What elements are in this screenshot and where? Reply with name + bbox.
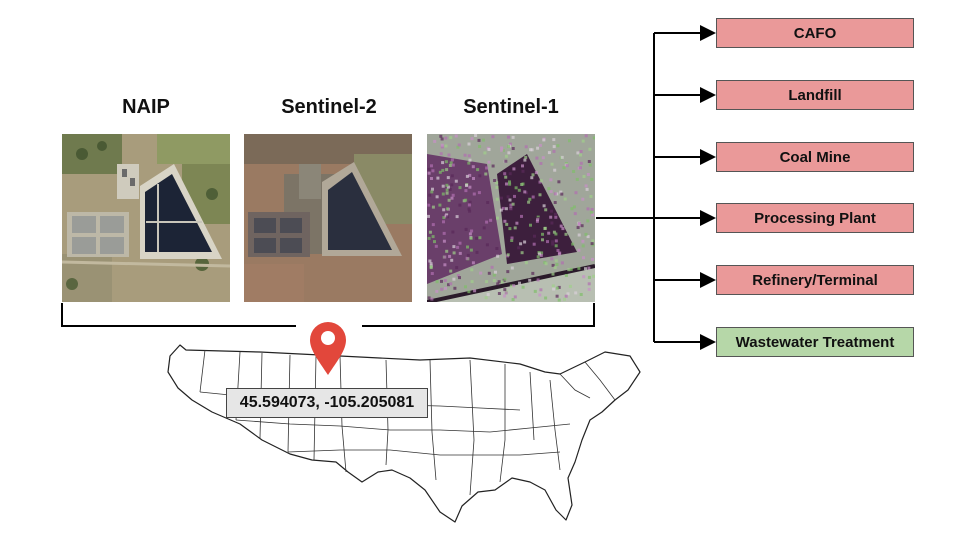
- class-refinery-terminal: Refinery/Terminal: [716, 265, 914, 295]
- source-title-naip: NAIP: [122, 96, 170, 118]
- coordinates-label: 45.594073, -105.205081: [226, 388, 428, 418]
- source-title-sentinel-1: Sentinel-1: [463, 96, 559, 118]
- state-line: [235, 419, 571, 433]
- state-line: [339, 355, 475, 496]
- sentinel-2-image: [244, 134, 412, 302]
- source-title-sentinel-2: Sentinel-2: [281, 96, 377, 118]
- class-processing-plant: Processing Plant: [716, 203, 914, 233]
- class-wastewater-treatment: Wastewater Treatment: [716, 327, 914, 357]
- sentinel-1-image: [427, 134, 595, 302]
- imagery-bracket: [61, 303, 595, 327]
- class-landfill: Landfill: [716, 80, 914, 110]
- class-cafo: CAFO: [716, 18, 914, 48]
- naip-image: [62, 134, 230, 302]
- state-line: [499, 364, 561, 483]
- state-line: [287, 449, 561, 456]
- state-line: [559, 361, 616, 401]
- class-coal-mine: Coal Mine: [716, 142, 914, 172]
